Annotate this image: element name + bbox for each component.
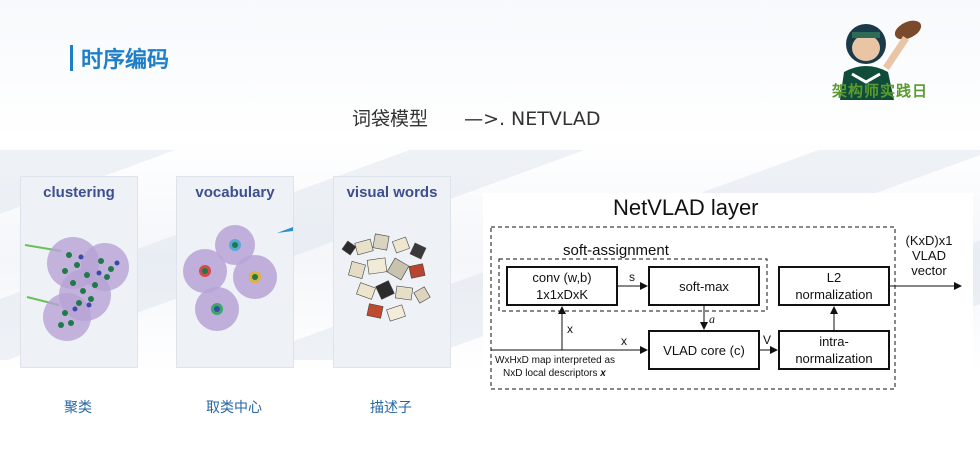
softmax-label: soft-max xyxy=(679,279,729,294)
panel-vocabulary-title: vocabulary xyxy=(195,184,275,201)
subtitle-bag-of-words: 词袋模型 xyxy=(352,108,429,130)
input-description-text: NxD local descriptors xyxy=(503,368,600,379)
intra-label-1: intra- xyxy=(819,334,849,349)
panel-visual-words-title: visual words xyxy=(346,184,438,201)
conv-label-1: conv (w,b) xyxy=(532,270,591,285)
panel-vocabulary: vocabulary xyxy=(176,176,294,368)
title-accent-bar xyxy=(70,45,73,71)
label-x-up: x xyxy=(567,322,573,336)
label-v: V xyxy=(763,333,771,347)
output-label-2: VLAD xyxy=(912,248,946,263)
caption-clustering: 聚类 xyxy=(64,400,92,416)
netvlad-title: NetVLAD layer xyxy=(613,195,759,220)
vlad-core-label: VLAD core (c) xyxy=(663,343,745,358)
slide-title-text: 时序编码 xyxy=(81,48,170,73)
event-logo xyxy=(840,20,922,100)
intra-label-2: normalization xyxy=(795,351,872,366)
netvlad-layer-box xyxy=(490,226,896,390)
label-x-right: x xyxy=(621,334,627,348)
label-s: s xyxy=(629,270,635,284)
visual-words-illustration xyxy=(341,233,431,322)
panel-clustering-title: clustering xyxy=(43,184,115,201)
panel-visual-words: visual words xyxy=(333,176,451,368)
conv-label-2: 1x1xDxK xyxy=(536,287,588,302)
input-description-var: x xyxy=(599,368,606,379)
slide-title: 时序编码 xyxy=(70,42,169,74)
netvlad-flow: soft-assignment conv (w,b) 1x1xDxK soft-… xyxy=(490,226,962,390)
l2-label-1: L2 xyxy=(827,270,841,285)
caption-visual-words: 描述子 xyxy=(370,400,412,416)
intra-normalization-block xyxy=(778,330,890,370)
vocabulary-illustration xyxy=(183,225,293,331)
clustering-illustration xyxy=(24,237,129,341)
soft-assignment-label: soft-assignment xyxy=(563,242,670,259)
event-logo-text: 架构师实践日 xyxy=(831,82,928,100)
output-label-3: vector xyxy=(911,263,947,278)
l2-normalization-block xyxy=(778,266,890,306)
input-description-2: NxD local descriptors x xyxy=(503,368,606,379)
output-label-1: (KxD)x1 xyxy=(906,233,953,248)
slide-subtitle: 词袋模型 —>. NETVLAD xyxy=(352,104,601,131)
netvlad-diagram: NetVLAD layer soft-assignment conv (w,b)… xyxy=(483,193,973,405)
caption-vocabulary: 取类中心 xyxy=(206,400,262,416)
panel-clustering: clustering xyxy=(20,176,138,368)
subtitle-netvlad: —>. NETVLAD xyxy=(464,108,601,130)
soft-assignment-box xyxy=(498,258,768,312)
l2-label-2: normalization xyxy=(795,287,872,302)
vlad-core-block xyxy=(648,330,760,370)
conv-block xyxy=(506,266,618,306)
input-description-1: WxHxD map interpreted as xyxy=(495,355,615,366)
label-a: a xyxy=(709,312,715,326)
